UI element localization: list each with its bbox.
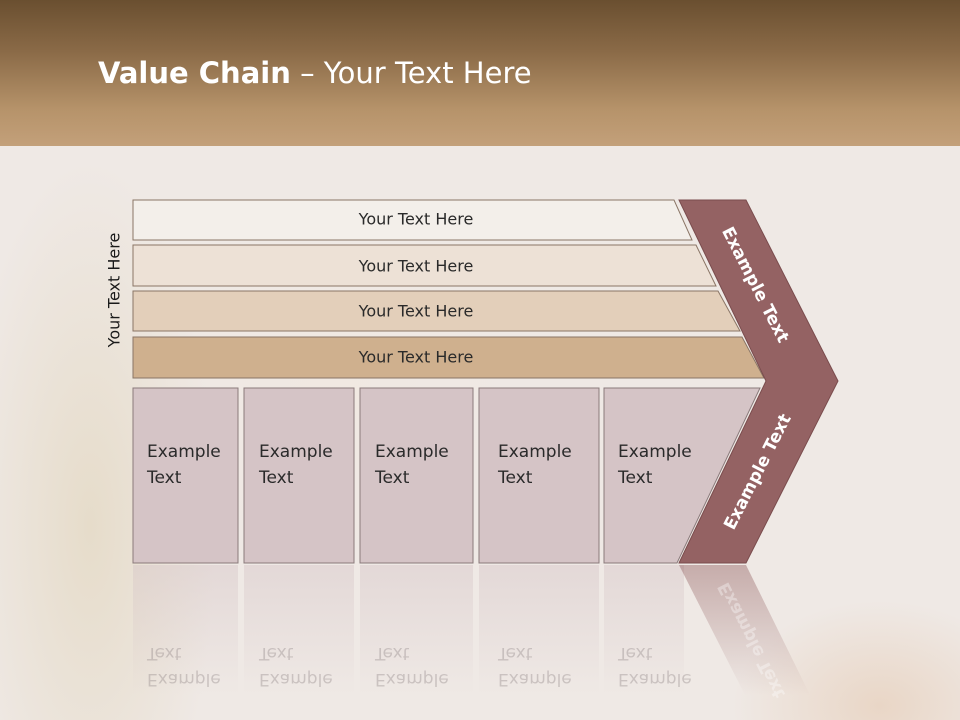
box-1-line2: Text — [147, 468, 182, 488]
chevron-reflection — [679, 565, 810, 695]
bar-4 — [132, 336, 765, 379]
bar-4-label: Your Text Here — [358, 347, 474, 367]
bar-3 — [132, 290, 741, 332]
box-5-reflection — [604, 565, 684, 695]
box-5 — [603, 387, 761, 564]
box-2-line1: Example — [259, 442, 333, 462]
box-3-line2: Text — [375, 468, 410, 488]
box-4-line2: Text — [498, 468, 533, 488]
box-4-line1: Example — [498, 442, 572, 462]
box-1-line1: Example — [147, 442, 221, 462]
box-2-reflection — [244, 565, 354, 695]
box-3-reflection — [360, 565, 473, 695]
box-5-line2: Text — [618, 468, 653, 488]
box-2-line2: Text — [259, 468, 294, 488]
bar-1-label: Your Text Here — [358, 209, 474, 229]
side-axis-label: Your Text Here — [104, 232, 124, 348]
box-1 — [132, 387, 239, 564]
title-bold: Value Chain — [98, 56, 291, 90]
box-3-line1: Example — [375, 442, 449, 462]
bar-1 — [132, 199, 693, 241]
box-1-reflection — [133, 565, 238, 695]
box-4 — [478, 387, 600, 564]
box-3 — [359, 387, 474, 564]
box-5-line1: Example — [618, 442, 692, 462]
chevron-arrow — [678, 199, 839, 564]
box-2 — [243, 387, 355, 564]
slide-title: Value Chain – Your Text Here — [98, 56, 532, 90]
bar-2-label: Your Text Here — [358, 256, 474, 276]
header-band — [0, 0, 960, 146]
title-rest: – Your Text Here — [290, 56, 532, 90]
bar-3-label: Your Text Here — [358, 301, 474, 321]
bar-2 — [132, 244, 717, 287]
box-4-reflection — [479, 565, 599, 695]
